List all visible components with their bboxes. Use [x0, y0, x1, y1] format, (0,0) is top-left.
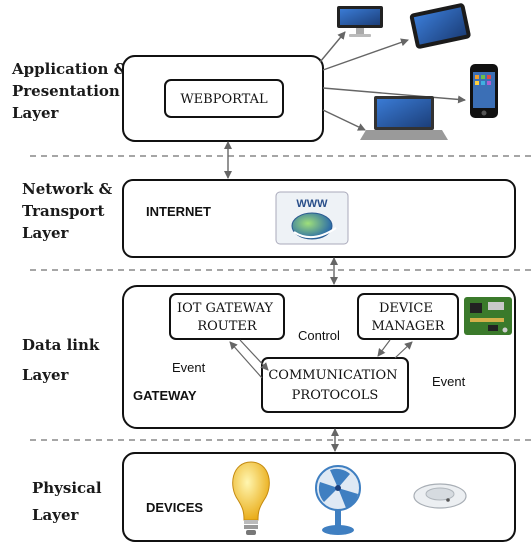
edge-label-event-right: Event — [432, 374, 466, 389]
edge-label-event-left: Event — [172, 360, 206, 375]
gateway-label: GATEWAY — [133, 388, 197, 403]
application-arrows — [319, 31, 466, 131]
arrow-to-laptop — [322, 109, 366, 131]
smoke-detector-icon — [413, 483, 467, 509]
light-bulb-icon — [232, 461, 270, 535]
laptop-icon — [360, 96, 448, 140]
iot-gateway-router-label: IOT GATEWAY ROUTER — [177, 301, 277, 334]
arrow-to-monitor — [319, 31, 346, 63]
internet-label: INTERNET — [146, 204, 211, 219]
smartphone-icon — [470, 64, 498, 118]
tablet-icon — [409, 3, 471, 49]
circuit-board-icon — [464, 297, 512, 335]
edge-label-control: Control — [298, 328, 340, 343]
arrow-manager-to-protocols — [377, 339, 391, 357]
device-manager-label: DEVICE MANAGER — [371, 301, 445, 334]
communication-protocols-box — [261, 357, 409, 413]
layer-label-network: Network & Transport Layer — [22, 180, 117, 242]
device-manager-box — [357, 293, 459, 340]
datalink-arrows — [229, 339, 413, 379]
arrow-to-phone — [322, 87, 466, 104]
monitor-icon — [337, 6, 383, 37]
webportal-box — [164, 79, 284, 118]
layer-label-datalink: Data link Layer — [22, 336, 105, 384]
devices-label: DEVICES — [146, 500, 203, 515]
webportal-label: WEBPORTAL — [180, 92, 268, 107]
communication-protocols-label: COMMUNICATION PROTOCOLS — [268, 368, 401, 403]
arrow-to-tablet — [322, 38, 409, 71]
svg-text:WWW: WWW — [296, 198, 328, 210]
www-globe-icon: WWW — [275, 191, 349, 245]
layer-label-physical: Physical Layer — [32, 479, 107, 524]
arrow-router-to-protocols — [239, 339, 269, 371]
layer-label-application: Application & Presentation Layer — [11, 60, 132, 122]
fan-icon — [315, 465, 361, 535]
iot-gateway-router-box — [169, 293, 285, 340]
arrow-protocols-to-manager — [394, 341, 413, 359]
arrow-protocols-to-router — [229, 341, 263, 379]
